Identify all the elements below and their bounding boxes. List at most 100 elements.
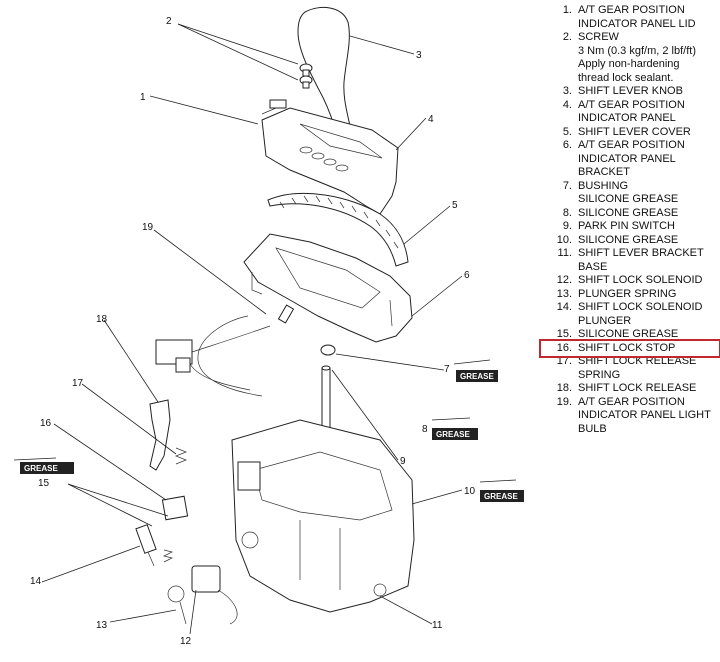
callout-5: 5 — [452, 200, 458, 211]
legend-item-line: SHIFT LOCK SOLENOID — [578, 274, 703, 286]
legend-item-number: 2. — [562, 31, 572, 43]
legend-item-number: 14. — [556, 301, 572, 313]
legend-item: 8.SILICONE GREASE — [542, 207, 718, 221]
svg-text:GREASE: GREASE — [460, 372, 494, 381]
legend-item-line: PARK PIN SWITCH — [578, 220, 675, 232]
svg-text:GREASE: GREASE — [484, 492, 518, 501]
legend-item-label: SHIFT LOCK RELEASE — [578, 382, 718, 396]
legend-item-line: SHIFT LOCK RELEASE — [578, 382, 697, 394]
bushing-drawing — [320, 344, 336, 356]
indicator-light-bulb-drawing — [197, 304, 295, 397]
legend-item-label: SHIFT LOCK SOLENOID — [578, 274, 718, 288]
legend-item-line: A/T GEAR POSITION — [578, 4, 685, 16]
legend-item-number: 17. — [556, 355, 572, 367]
legend-item-number: 7. — [562, 179, 572, 192]
solenoid-plunger-drawing — [135, 524, 157, 567]
legend-item-line: SHIFT LEVER BRACKET — [578, 247, 704, 259]
callout-7: 7 — [444, 364, 450, 375]
legend-item-line: SCREW — [578, 31, 619, 43]
callout-2: 2 — [166, 16, 172, 27]
callout-17: 17 — [72, 378, 84, 389]
legend-item-line: A/T GEAR POSITION — [578, 139, 685, 151]
legend-item: 12. SHIFT LOCK SOLENOID — [542, 274, 718, 288]
legend-item-line: BUSHING — [578, 179, 629, 192]
shift-lever-cover-drawing — [267, 192, 409, 267]
wiring-connector-drawing — [155, 325, 271, 391]
shift-lock-stop-drawing — [161, 495, 189, 521]
legend-item-label: PLUNGER SPRING — [578, 288, 718, 302]
legend-item-number: 5. — [562, 125, 572, 138]
legend-item-line: A/T GEAR POSITION — [578, 395, 685, 408]
callout-13: 13 — [96, 620, 108, 631]
legend-item-line: SHIFT LEVER KNOB — [578, 85, 683, 97]
callout-11: 11 — [432, 620, 443, 631]
legend-item-line: PLUNGER SPRING — [578, 287, 677, 300]
legend-item-line: BULB — [578, 422, 607, 435]
shift-lever-bracket-base-drawing — [231, 419, 415, 613]
legend-item-line: SHIFT LOCK RELEASE — [578, 355, 697, 367]
legend-item-line: 3 Nm (0.3 kgf/m, 2 lbf/ft) — [578, 44, 696, 57]
callout-8: 8 — [422, 424, 428, 435]
callout-10: 10 — [464, 486, 476, 497]
indicator-panel-lid-drawing — [261, 99, 287, 115]
legend-item-label: SHIFT LEVER KNOB — [578, 85, 718, 99]
legend-item-number: 12. — [556, 274, 572, 286]
legend-item-label: SHIFT LEVER COVER — [578, 126, 718, 140]
callout-3: 3 — [416, 50, 422, 61]
callout-6: 6 — [464, 270, 470, 281]
legend-item-label: SILICONE GREASE — [578, 234, 718, 248]
legend-item-line: Apply non-hardening — [578, 58, 680, 70]
shift-lock-solenoid-drawing — [167, 565, 238, 625]
legend-item-line: thread lock sealant. — [578, 71, 674, 84]
screws-drawing — [299, 63, 313, 89]
legend-item-number: 4. — [562, 98, 572, 111]
legend-item-line: SHIFT LOCK STOP — [578, 341, 676, 354]
legend-item-label: SILICONE GREASE — [578, 207, 718, 221]
legend-item-number: 11. — [557, 247, 572, 259]
callout-19: 19 — [142, 222, 154, 233]
shift-lock-release-spring-drawing — [175, 447, 187, 465]
legend-item-number: 13. — [556, 287, 572, 300]
legend-item: 13. PLUNGER SPRING — [542, 288, 718, 302]
legend-item-highlighted: 16.SHIFT LOCK STOP — [539, 338, 720, 358]
svg-text:GREASE: GREASE — [24, 464, 58, 473]
legend-item-label: PARK PIN SWITCH — [578, 220, 718, 234]
legend-item-line: SILICONE GREASE — [578, 233, 679, 246]
legend-item-line: INDICATOR PANEL — [578, 112, 676, 124]
callout-14: 14 — [30, 576, 42, 587]
legend-item-line: PLUNGER — [578, 314, 632, 327]
legend-item-line: BASE — [578, 260, 608, 273]
grease-label-7: GREASE — [453, 359, 498, 382]
indicator-panel-bracket-drawing — [243, 233, 413, 343]
legend-item: 3.SHIFT LEVER KNOB — [542, 85, 718, 99]
leader-lines — [41, 23, 463, 635]
grease-label-8: GREASE — [431, 417, 478, 440]
legend-item-number: 18. — [556, 382, 572, 394]
legend-item-line: SHIFT LOCK SOLENOID — [578, 301, 703, 313]
plunger-spring-drawing — [162, 549, 174, 563]
callout-1: 1 — [140, 92, 146, 103]
legend-item-number: 1. — [562, 4, 572, 16]
legend-item-label: SHIFT LOCK STOP — [578, 342, 718, 356]
callout-18: 18 — [96, 314, 108, 325]
legend-item-line: INDICATOR PANEL LID — [578, 17, 696, 30]
legend-item: 10.SILICONE GREASE — [542, 234, 718, 248]
legend-item-line: INDICATOR PANEL — [578, 152, 676, 165]
legend-item-line: SILICONE GREASE — [578, 206, 679, 219]
legend-item: 18. SHIFT LOCK RELEASE — [542, 382, 718, 396]
legend-item-number: 6. — [562, 139, 572, 151]
